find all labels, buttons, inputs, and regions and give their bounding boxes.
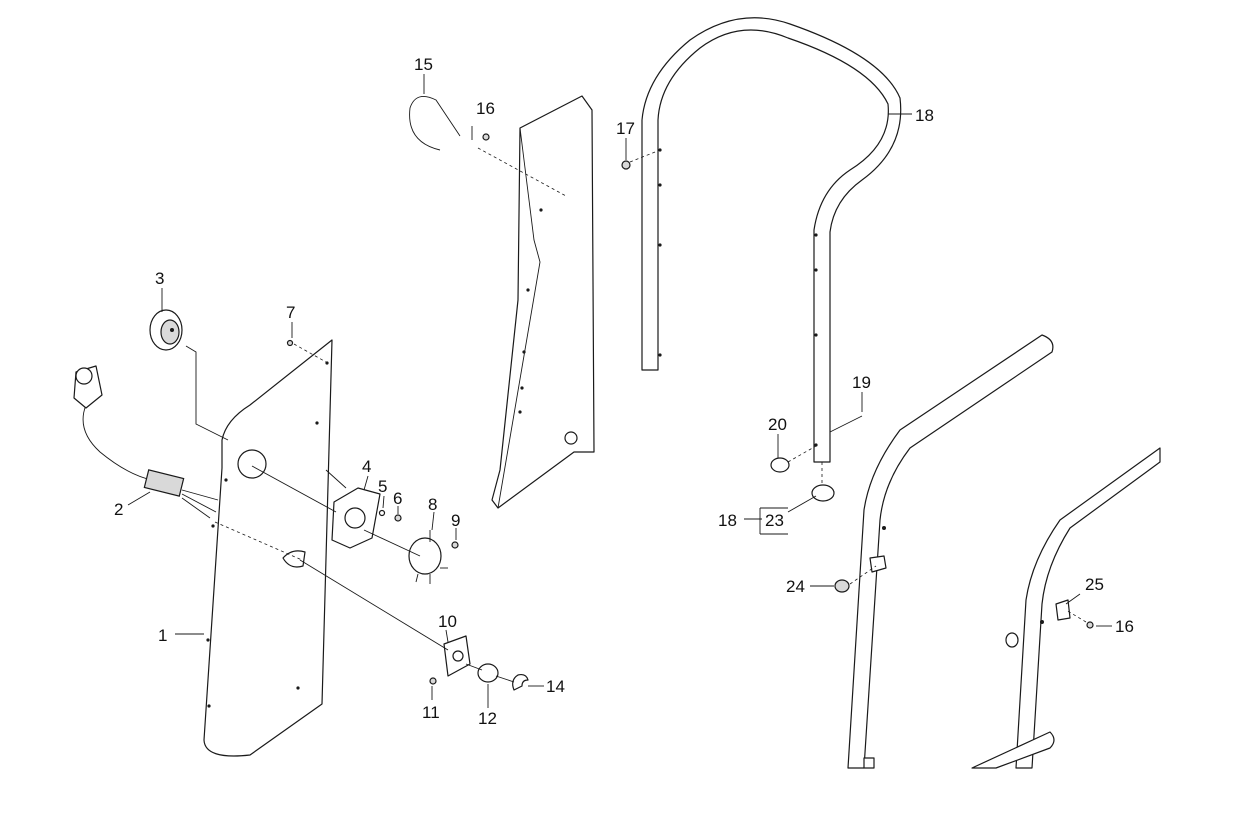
callout-11: 11 (422, 703, 440, 722)
callout-5: 5 (378, 477, 387, 496)
screw-part-11 (429, 677, 437, 685)
callout-1: 1 (158, 626, 167, 645)
washer-part-12 (477, 663, 499, 683)
screw-part-7 (286, 339, 294, 347)
callout-16-top: 16 (476, 99, 495, 118)
foot-part-23 (811, 484, 835, 502)
callout-18-top: 18 (915, 106, 934, 125)
screw-part-9 (451, 541, 459, 549)
callout-9: 9 (451, 511, 460, 530)
hose-part-15 (409, 95, 461, 151)
callout-7: 7 (286, 303, 295, 322)
handle-part-18 (641, 17, 902, 463)
callout-14: 14 (546, 677, 565, 696)
callout-20: 20 (768, 415, 787, 434)
callout-4: 4 (362, 457, 371, 476)
spacer-part-20 (770, 457, 790, 473)
callout-23: 23 (765, 511, 784, 530)
clip-part-14 (512, 673, 529, 691)
callout-12: 12 (478, 709, 497, 728)
switch-base-part-4 (325, 469, 381, 549)
callout-2: 2 (114, 500, 123, 519)
socket-part-3 (149, 309, 183, 351)
side-panel-part-1 (203, 339, 333, 757)
screw-part-16-top (482, 133, 490, 141)
washer-part-5 (378, 509, 386, 517)
callout-16-right: 16 (1115, 617, 1134, 636)
callout-17: 17 (616, 119, 635, 138)
frame-tubes (847, 334, 1161, 769)
callout-6: 6 (393, 489, 402, 508)
callout-10: 10 (438, 612, 457, 631)
rotary-switch-part-8 (408, 530, 448, 584)
callout-8: 8 (428, 495, 437, 514)
power-cable-part-2 (73, 365, 219, 519)
bolt-part-19 (829, 415, 863, 433)
callout-15: 15 (414, 55, 433, 74)
bushing-part-24 (834, 579, 850, 593)
screw-part-17 (621, 160, 631, 170)
bracket-part-10 (443, 635, 471, 677)
center-panel (491, 95, 595, 509)
callout-labels: 1 2 3 4 5 6 7 8 9 10 11 12 14 15 16 16 1… (114, 55, 1134, 728)
nut-part-6 (394, 514, 402, 522)
callout-3: 3 (155, 269, 164, 288)
screw-part-16-right (1086, 621, 1094, 629)
callout-18-bottom: 18 (718, 511, 737, 530)
callout-25: 25 (1085, 575, 1104, 594)
callout-19: 19 (852, 373, 871, 392)
leader-lines (127, 74, 1112, 708)
callout-24: 24 (786, 577, 805, 596)
